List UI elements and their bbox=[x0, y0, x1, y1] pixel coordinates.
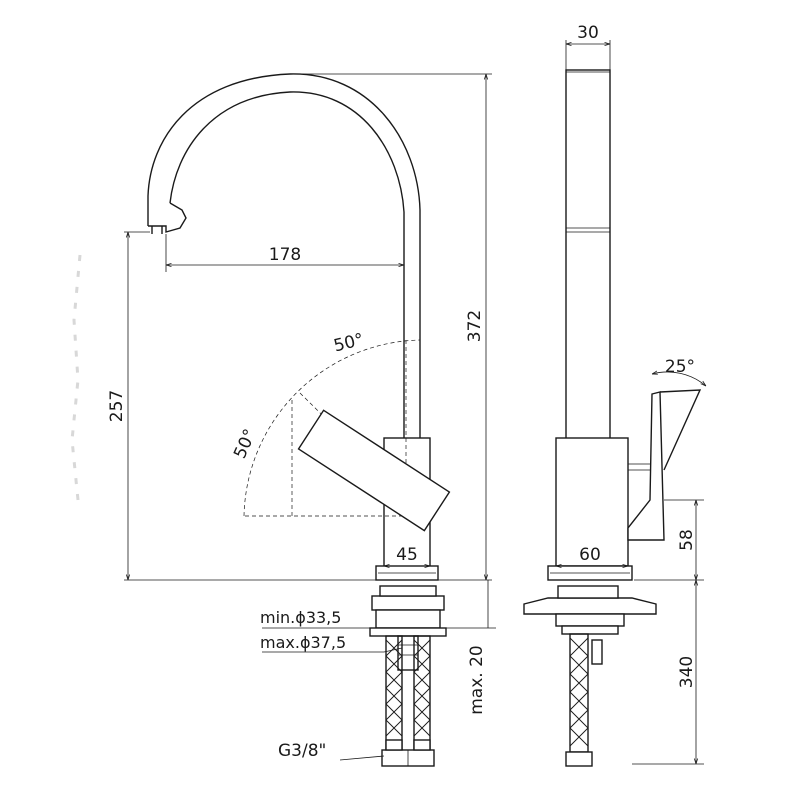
side-hose bbox=[569, 633, 589, 753]
label-worktop-max: max. 20 bbox=[467, 645, 487, 714]
lever-swing-arc bbox=[243, 339, 421, 517]
label-lever-tilt: 25° bbox=[665, 357, 695, 377]
front-threaded-rod bbox=[397, 635, 419, 671]
spout-tip bbox=[148, 202, 187, 233]
front-fixing-washer bbox=[371, 595, 445, 611]
label-lever-angle-top: 50° bbox=[332, 330, 366, 357]
side-spout-column bbox=[565, 69, 611, 441]
side-fixing-plate bbox=[523, 597, 657, 615]
label-body-width-front: 45 bbox=[396, 545, 418, 565]
ghost-marks bbox=[70, 254, 82, 501]
side-lever bbox=[627, 391, 665, 541]
label-hose-length: 340 bbox=[677, 656, 697, 688]
label-body-height: 58 bbox=[677, 529, 697, 551]
side-body bbox=[555, 437, 629, 567]
front-view bbox=[147, 73, 451, 767]
dimension-lines bbox=[124, 40, 706, 765]
label-hole-max: max.ϕ37,5 bbox=[260, 633, 346, 652]
label-lever-angle-side: 50° bbox=[230, 426, 261, 462]
label-body-width-side: 60 bbox=[579, 545, 601, 565]
side-view bbox=[523, 69, 702, 767]
label-spout-width: 30 bbox=[577, 23, 599, 43]
label-total-height: 372 bbox=[465, 310, 485, 342]
spout-inner-edge bbox=[169, 91, 405, 438]
label-spout-reach: 178 bbox=[269, 245, 301, 265]
lever-handle bbox=[297, 409, 451, 532]
label-hole-min: min.ϕ33,5 bbox=[260, 608, 341, 627]
label-thread: G3/8" bbox=[278, 741, 326, 761]
label-spout-height: 257 bbox=[107, 390, 127, 422]
